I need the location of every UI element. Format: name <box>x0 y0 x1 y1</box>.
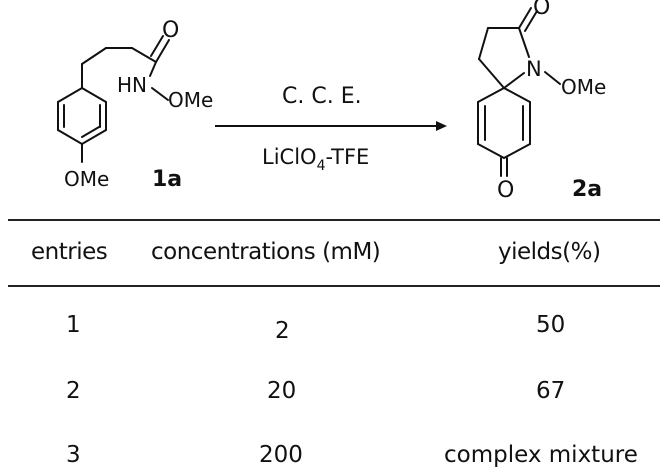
reactant-1a-structure <box>57 35 170 163</box>
arrow-bottom-main: LiClO <box>262 145 317 169</box>
arrow-bottom-subscript: 4 <box>317 158 326 174</box>
row-2-entry: 2 <box>66 378 81 404</box>
nitrogen-label: N <box>526 57 542 81</box>
arrow-bottom-condition: LiClO4-TFE <box>262 145 369 174</box>
hn-label: HN <box>117 73 147 97</box>
reaction-scheme: O HN OMe OMe 1a C. C. E. LiClO4-TFE O N … <box>57 0 606 203</box>
header-yields: yields(%) <box>498 239 601 265</box>
lactam-oxygen-label: O <box>533 0 550 20</box>
table-top-rule <box>8 219 660 221</box>
table-header-rule <box>8 285 660 287</box>
amide-ome-label: OMe <box>168 88 213 112</box>
reactant-compound-label: 1a <box>152 167 182 192</box>
aryl-ome-label: OMe <box>64 167 109 191</box>
row-1-entry: 1 <box>66 312 81 338</box>
row-2-concentration: 20 <box>267 378 297 404</box>
product-compound-label: 2a <box>572 177 602 202</box>
product-ome-label: OMe <box>561 75 606 99</box>
reaction-arrow <box>215 121 447 131</box>
dienone-oxygen-label: O <box>497 178 514 203</box>
row-1-yield: 50 <box>536 312 566 338</box>
row-3-yield: complex mixture <box>444 442 638 468</box>
row-3-entry: 3 <box>66 442 81 468</box>
row-2-yield: 67 <box>536 378 566 404</box>
header-concentrations: concentrations (mM) <box>151 239 381 265</box>
row-1-concentration: 2 <box>275 318 290 344</box>
arrow-bottom-tail: -TFE <box>325 145 369 169</box>
carbonyl-oxygen-label: O <box>162 18 179 43</box>
header-entries: entries <box>31 239 108 265</box>
product-2a-structure <box>477 7 561 177</box>
arrow-top-condition: C. C. E. <box>282 84 362 109</box>
row-3-concentration: 200 <box>259 442 303 468</box>
